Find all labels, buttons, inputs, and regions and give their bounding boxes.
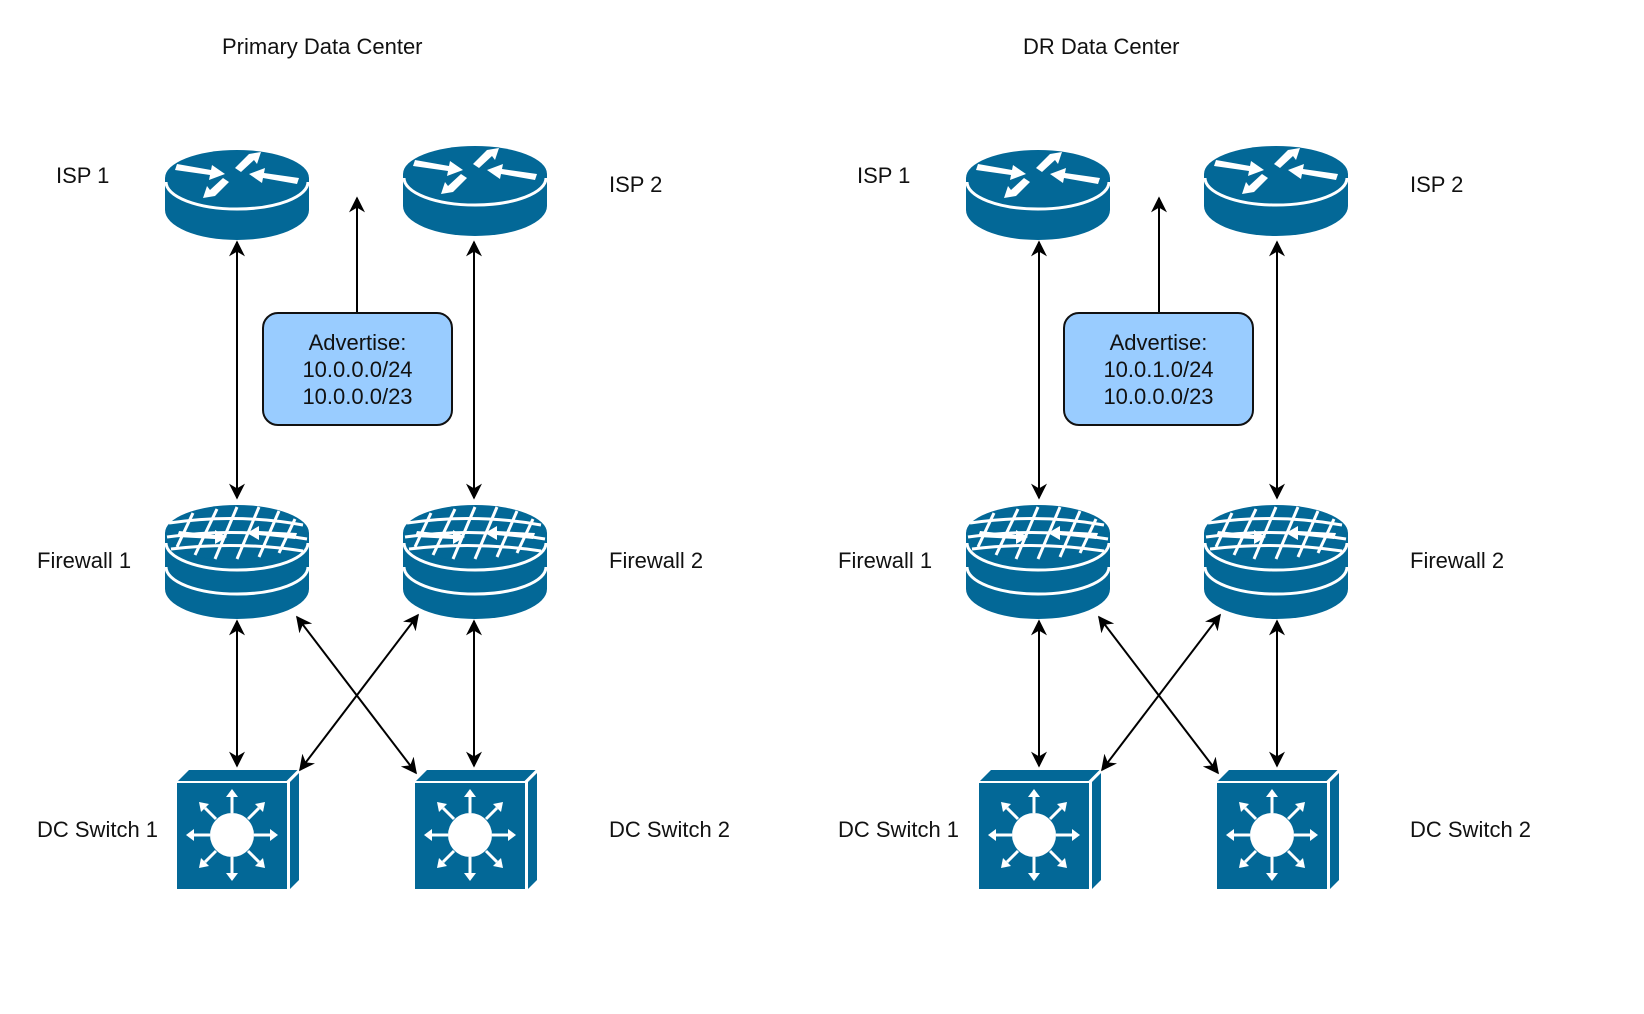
link-firewall2-switch1	[1101, 613, 1221, 772]
firewall1-label: Firewall 1	[838, 548, 933, 573]
link-firewall2-switch1	[299, 613, 419, 772]
isp1-router-icon[interactable]	[163, 148, 311, 242]
switch2-label: DC Switch 2	[1410, 817, 1532, 842]
site-title: DR Data Center	[1023, 34, 1180, 59]
isp1-router-icon[interactable]	[964, 148, 1112, 242]
advertise-route: 10.0.1.0/24	[1103, 356, 1214, 382]
switch2-icon[interactable]	[1215, 768, 1341, 891]
isp2-label: ISP 2	[609, 172, 663, 197]
site-title: Primary Data Center	[222, 34, 423, 59]
advertise-route: 10.0.0.0/24	[302, 356, 413, 382]
switch1-icon[interactable]	[977, 768, 1103, 891]
advertise-callout: Advertise: 10.0.0.0/24 10.0.0.0/23	[262, 312, 453, 426]
isp1-label: ISP 1	[56, 163, 110, 188]
advertise-route: 10.0.0.0/23	[1103, 383, 1214, 409]
switch2-label: DC Switch 2	[609, 817, 731, 842]
switch2-icon[interactable]	[413, 768, 539, 891]
advertise-heading: Advertise:	[1109, 329, 1208, 355]
isp2-label: ISP 2	[1410, 172, 1464, 197]
advertise-heading: Advertise:	[308, 329, 407, 355]
site-primary	[163, 144, 549, 891]
firewall1-icon[interactable]	[163, 503, 311, 621]
advertise-callout: Advertise: 10.0.1.0/24 10.0.0.0/23	[1063, 312, 1254, 426]
isp2-router-icon[interactable]	[401, 144, 549, 238]
firewall1-icon[interactable]	[964, 503, 1112, 621]
firewall2-icon[interactable]	[401, 503, 549, 621]
site-dr	[964, 144, 1350, 891]
isp2-router-icon[interactable]	[1202, 144, 1350, 238]
switch1-icon[interactable]	[175, 768, 301, 891]
firewall2-label: Firewall 2	[609, 548, 704, 573]
firewall2-icon[interactable]	[1202, 503, 1350, 621]
firewall1-label: Firewall 1	[37, 548, 132, 573]
firewall2-label: Firewall 2	[1410, 548, 1505, 573]
isp1-label: ISP 1	[857, 163, 911, 188]
switch1-label: DC Switch 1	[838, 817, 960, 842]
switch1-label: DC Switch 1	[37, 817, 159, 842]
advertise-route: 10.0.0.0/23	[302, 383, 413, 409]
